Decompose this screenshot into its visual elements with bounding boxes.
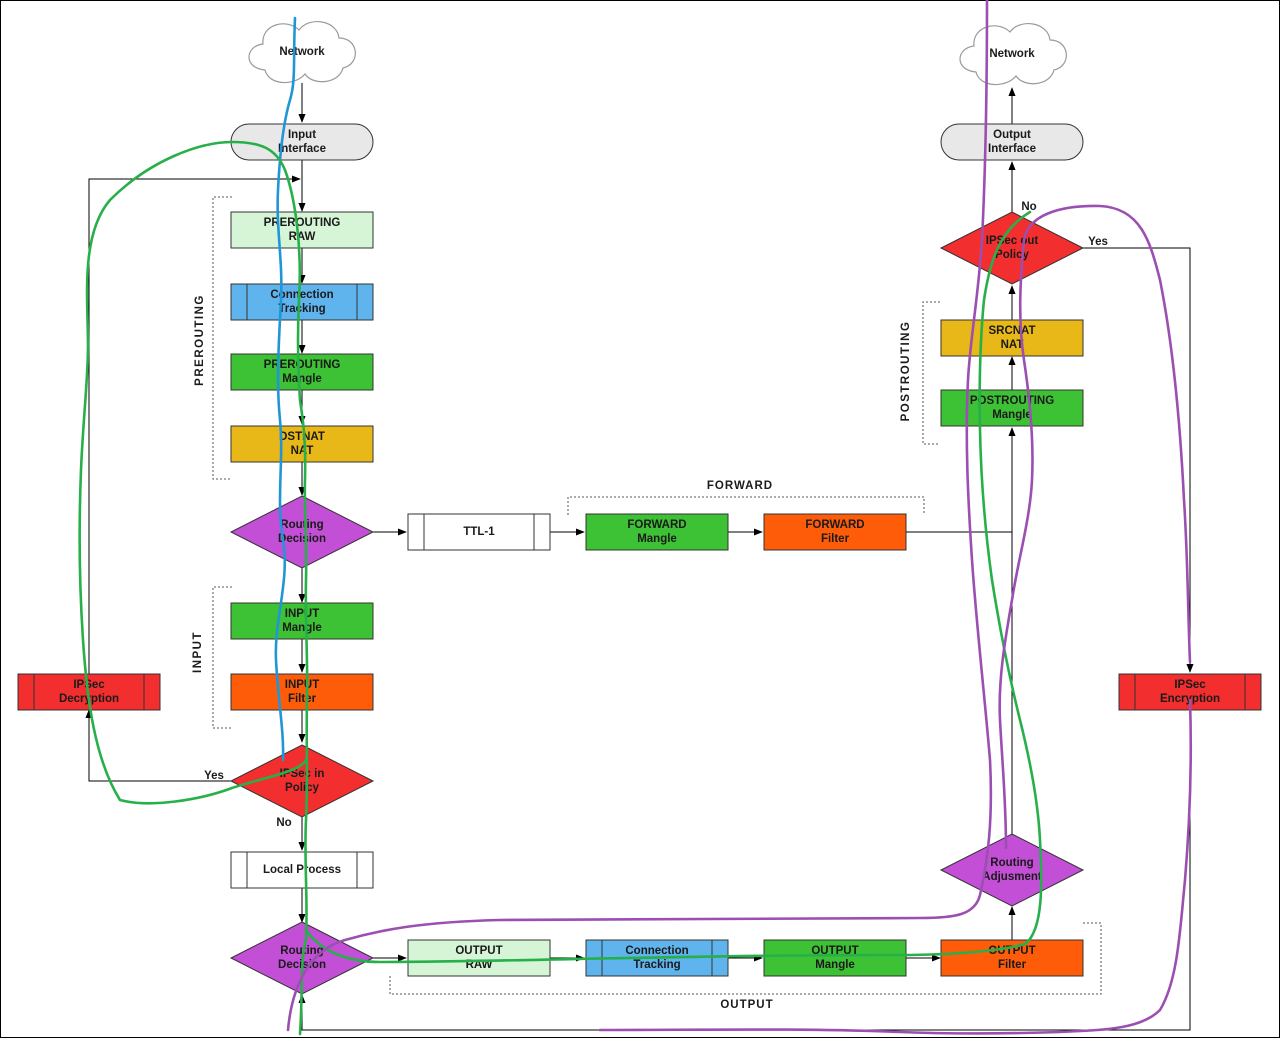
group-labels: PREROUTING INPUT POSTROUTING FORWARD OUT… bbox=[192, 294, 912, 1011]
node-prerouting-raw: PREROUTING RAW bbox=[230, 211, 374, 249]
node-label: Mangle bbox=[992, 409, 1032, 421]
node-network-in: Network bbox=[248, 21, 356, 84]
node-label: TTL-1 bbox=[463, 526, 495, 538]
node-ttl: TTL-1 bbox=[407, 513, 551, 551]
node-label: Mangle bbox=[282, 622, 322, 634]
group-label-forward: FORWARD bbox=[707, 480, 773, 492]
node-srcnat: SRCNAT NAT bbox=[940, 319, 1084, 357]
node-label: Tracking bbox=[633, 959, 680, 971]
group-brackets bbox=[212, 196, 1102, 995]
node-label: PREROUTING bbox=[264, 359, 341, 371]
node-label: Routing bbox=[990, 857, 1033, 869]
hand-drawn-traces bbox=[78, 0, 1193, 1036]
node-label: Network bbox=[279, 46, 325, 58]
node-label: Connection bbox=[625, 945, 688, 957]
node-label: Local Process bbox=[263, 864, 341, 876]
group-label-postrouting: POSTROUTING bbox=[900, 321, 912, 422]
node-label: Adjusment bbox=[982, 871, 1042, 883]
node-input-filter: INPUT Filter bbox=[230, 673, 374, 711]
node-label: IPSec out bbox=[986, 235, 1039, 247]
edge-labels: Yes No Yes No bbox=[204, 201, 1108, 829]
trace-green-line bbox=[78, 140, 1043, 1036]
node-label: Policy bbox=[285, 782, 319, 794]
node-dstnat: DSTNAT NAT bbox=[230, 425, 374, 463]
node-label: PREROUTING bbox=[264, 217, 341, 229]
node-label: Input bbox=[288, 129, 316, 141]
node-label: Connection bbox=[270, 289, 333, 301]
node-label: NAT bbox=[291, 445, 314, 457]
node-label: IPSec in bbox=[280, 768, 325, 780]
node-label: FORWARD bbox=[627, 519, 686, 531]
node-label: Filter bbox=[998, 959, 1027, 971]
node-label: Filter bbox=[821, 533, 850, 545]
node-label: Interface bbox=[278, 143, 326, 155]
node-label: Tracking bbox=[278, 303, 325, 315]
node-label: Decision bbox=[278, 533, 326, 545]
node-label: Mangle bbox=[282, 373, 322, 385]
group-label-prerouting: PREROUTING bbox=[194, 294, 206, 386]
node-label: FORWARD bbox=[805, 519, 864, 531]
group-label-output: OUTPUT bbox=[720, 999, 773, 1011]
node-label: Output bbox=[993, 129, 1031, 141]
ipsec-out-no-label: No bbox=[1021, 201, 1036, 213]
node-forward-filter: FORWARD Filter bbox=[763, 513, 907, 551]
node-label: Routing bbox=[280, 945, 323, 957]
trace-blue-line bbox=[274, 16, 297, 762]
node-label: INPUT bbox=[285, 608, 320, 620]
node-label: RAW bbox=[289, 231, 316, 243]
node-label: OUTPUT bbox=[455, 945, 502, 957]
ipsec-out-yes-label: Yes bbox=[1088, 236, 1108, 248]
node-network-out: Network bbox=[959, 23, 1067, 86]
node-label: Mangle bbox=[637, 533, 677, 545]
node-label: SRCNAT bbox=[988, 325, 1035, 337]
node-postrouting-mangle: POSTROUTING Mangle bbox=[940, 389, 1084, 427]
node-input-mangle: INPUT Mangle bbox=[230, 602, 374, 640]
node-label: Interface bbox=[988, 143, 1036, 155]
node-label: IPSec bbox=[73, 679, 105, 691]
node-prerouting-mangle: PREROUTING Mangle bbox=[230, 353, 374, 391]
node-label: INPUT bbox=[285, 679, 320, 691]
ipsec-in-no-label: No bbox=[276, 817, 291, 829]
trace-purple-line bbox=[286, 0, 1193, 1035]
node-label: NAT bbox=[1001, 339, 1024, 351]
node-label: DSTNAT bbox=[279, 431, 325, 443]
node-label: IPSec bbox=[1174, 679, 1206, 691]
node-label: Routing bbox=[280, 519, 323, 531]
node-label: Network bbox=[989, 48, 1035, 60]
ipsec-in-yes-label: Yes bbox=[204, 770, 224, 782]
node-label: POSTROUTING bbox=[970, 395, 1054, 407]
node-local-process: Local Process bbox=[230, 851, 374, 889]
group-label-input: INPUT bbox=[192, 631, 204, 673]
node-forward-mangle: FORWARD Mangle bbox=[585, 513, 729, 551]
node-label: Policy bbox=[995, 249, 1029, 261]
node-label: Filter bbox=[288, 693, 317, 705]
node-label: Mangle bbox=[815, 959, 855, 971]
